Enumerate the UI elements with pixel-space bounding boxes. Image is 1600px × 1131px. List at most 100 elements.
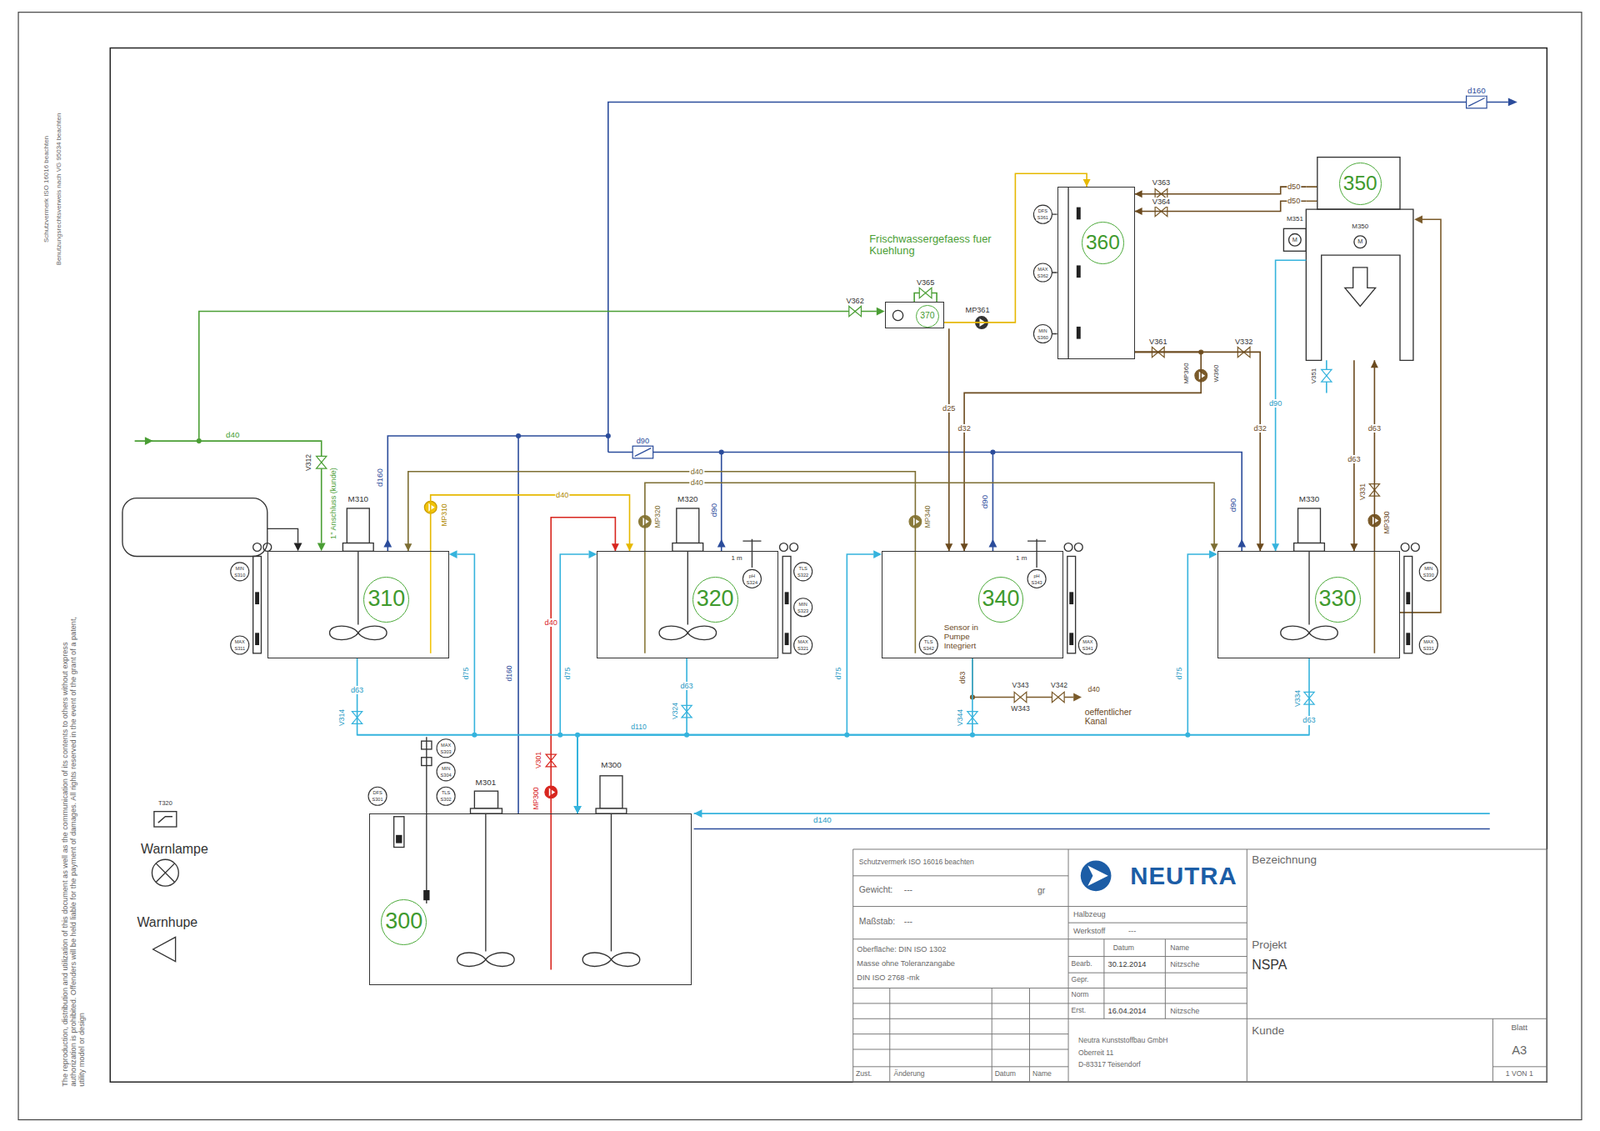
arrow-head — [1350, 543, 1358, 551]
drawing-label: S301 — [370, 796, 384, 802]
drawing-label: V343 — [1010, 681, 1030, 690]
pipe-line — [645, 482, 1215, 551]
arrow-head — [960, 543, 969, 551]
arrow-head — [1256, 543, 1265, 551]
pipe-connector — [404, 471, 915, 552]
pipe-size: d40 — [544, 618, 559, 627]
exhaust-arrow — [719, 449, 725, 455]
drawing-label: --- — [1127, 926, 1137, 935]
overflow-pipe — [694, 828, 1490, 830]
pipe-size: d40 — [690, 478, 705, 487]
arrow-head — [574, 805, 582, 814]
equipment — [1410, 543, 1420, 552]
valve-symbol — [316, 455, 327, 469]
tank-box: 330 — [1217, 550, 1400, 659]
drawing-label: d90 — [635, 436, 650, 445]
overflow-pipe — [357, 360, 1490, 814]
valve-symbol — [849, 305, 862, 316]
drawing-label: S322 — [796, 572, 810, 578]
equipment — [153, 936, 176, 961]
drawing-label: V365 — [915, 278, 935, 287]
drawing-label: S310 — [233, 572, 246, 578]
equipment — [263, 543, 272, 552]
drawing-label: MP320 — [654, 504, 662, 529]
drawing-label: d75 — [1175, 666, 1184, 680]
drawing-label: 16.04.2014 — [1107, 1006, 1148, 1015]
drawing-label: Nitzsche — [1169, 960, 1200, 969]
drawing-label: V301 — [535, 750, 543, 770]
pipe-line — [1135, 351, 1261, 551]
drawing-label: S324 — [745, 579, 759, 585]
drawing-label: Neutra Kunststoffbau GmbH — [1077, 1036, 1169, 1045]
equipment — [1400, 543, 1410, 552]
drawing-label: W343 — [1010, 705, 1030, 713]
pipe-size: d63 — [350, 685, 365, 695]
drawing-label: Masse ohne Toleranzangabe — [855, 959, 956, 968]
drawing-label: S342 — [922, 645, 935, 651]
sensor-circle — [1033, 324, 1052, 343]
pipe-size: d32 — [1253, 424, 1268, 433]
equipment — [1305, 209, 1414, 360]
drawing-label: Schutzvermerk ISO 16016 beachten — [43, 135, 51, 244]
sensor-circle — [230, 635, 250, 655]
level-mark — [1076, 207, 1081, 220]
equipment — [1308, 550, 1310, 625]
exhaust-arrow — [383, 539, 392, 548]
sensor-circle — [230, 562, 250, 581]
drawing-label: V364 — [1151, 197, 1171, 206]
drawing-label: DIN ISO 2768 -mk — [855, 973, 920, 982]
equipment — [676, 508, 700, 544]
drawing-label: A3 — [1510, 1043, 1528, 1057]
equipment — [158, 816, 173, 823]
pipe-line — [1374, 360, 1376, 551]
drawing-label: Oberfläche: DIN ISO 1302 — [855, 945, 947, 954]
fresh-water-arrow — [317, 543, 326, 552]
sensor-circle — [230, 205, 1439, 805]
drawing-label: 1 m — [1015, 554, 1028, 562]
level-mark — [294, 543, 303, 552]
pipe-line — [577, 658, 973, 814]
drawing-label: Bezeichnung — [1250, 854, 1318, 867]
valve-symbol — [1321, 369, 1332, 382]
damper-symbol — [1466, 95, 1487, 109]
title-block-grid — [853, 849, 1548, 1082]
sensor-circle — [1027, 569, 1046, 588]
damper-symbol — [1468, 98, 1485, 107]
drawing-label: d160 — [506, 665, 515, 683]
tank-box: 360 — [1057, 186, 1135, 360]
drawing-label: Norm — [1070, 990, 1090, 999]
dosing-pipe — [972, 186, 1441, 697]
arrow-head — [611, 543, 620, 551]
equipment — [421, 740, 432, 750]
drawing-label: Bearb. — [1070, 960, 1093, 968]
pipe-size: d25 — [941, 404, 956, 413]
drawing-label: S330 — [1422, 572, 1435, 578]
fresh-water-pipe — [135, 292, 937, 543]
damper-symbol — [632, 95, 1487, 459]
drawing-label: MAX — [1036, 266, 1049, 272]
equipment — [782, 555, 791, 653]
tank-number: 350 — [1339, 162, 1382, 205]
drawing-label: Oberreit 11 — [1077, 1049, 1115, 1057]
exhaust-arrow — [990, 449, 995, 455]
overflow-arrow — [449, 550, 458, 559]
drawing-label: MIN — [798, 601, 809, 607]
arrow-head — [404, 543, 412, 551]
arrow-head — [1135, 207, 1143, 215]
equipment — [425, 736, 427, 904]
drawing-label: Erst. — [1070, 1007, 1087, 1015]
drawing-label: Zust. — [855, 1070, 873, 1079]
drawing-label: MIN — [440, 765, 451, 771]
drawing-label: S323 — [796, 608, 810, 614]
overflow-arrow — [1209, 550, 1218, 559]
equipment — [1345, 267, 1376, 307]
arrow-head — [1210, 543, 1219, 551]
drawing-label: M300 — [600, 760, 622, 770]
drawing-label: MP360 — [1183, 362, 1191, 385]
level-mark — [1405, 632, 1410, 645]
equipment — [342, 543, 374, 552]
drawing-label: T320 — [157, 800, 174, 807]
equipment — [357, 550, 359, 625]
equipment — [1404, 555, 1413, 653]
